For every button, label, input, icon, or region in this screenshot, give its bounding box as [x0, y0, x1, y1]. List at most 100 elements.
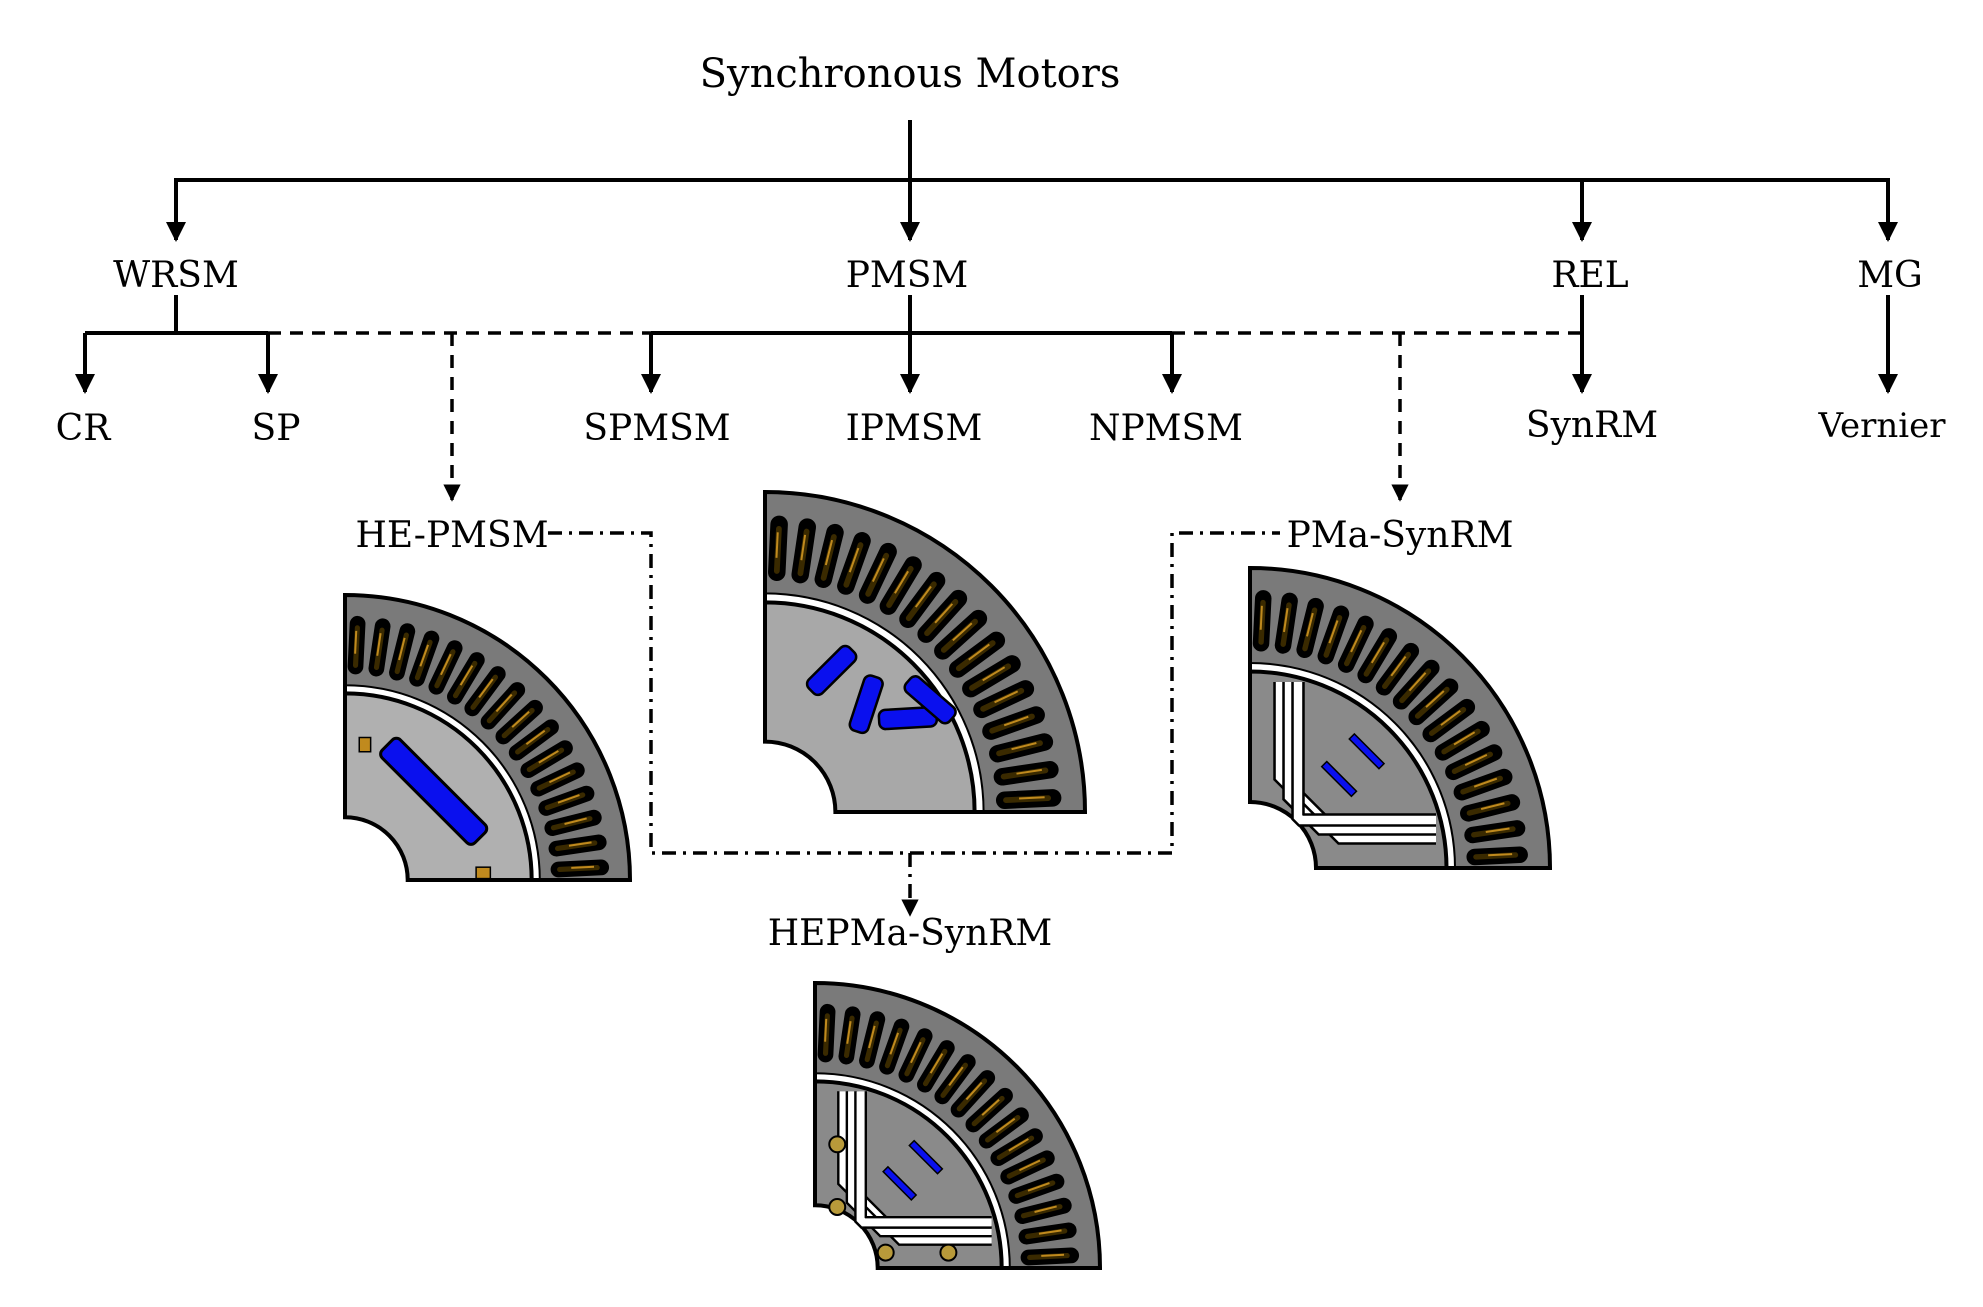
winding-strip: [968, 643, 990, 661]
field-coil: [475, 866, 492, 880]
slot-winding: [905, 581, 937, 622]
stator-slot: [814, 523, 844, 588]
permanent-magnet: [805, 644, 858, 697]
stator-slot: [879, 556, 922, 615]
winding-strip: [571, 865, 595, 869]
winding-strip: [459, 665, 474, 686]
slot-winding: [843, 542, 864, 588]
slot-winding: [486, 690, 518, 724]
spmsm-label: SPMSM: [583, 408, 730, 449]
slot-winding: [864, 1020, 879, 1063]
winding-strip: [1480, 802, 1505, 811]
winding-strip: [848, 547, 860, 573]
pma-synrm-motor-illustration: [1248, 565, 1553, 870]
slot-winding: [1258, 599, 1266, 645]
field-coil: [939, 1243, 958, 1262]
winding-strip: [929, 1053, 944, 1074]
npmsm-label: NPMSM: [1089, 408, 1243, 449]
field-coil: [828, 1135, 847, 1154]
permanent-magnet: [1320, 760, 1358, 798]
stator-slot: [965, 1087, 1013, 1133]
field-coil: [876, 1243, 895, 1262]
stator-slot: [1296, 597, 1324, 658]
slot-winding: [352, 625, 360, 668]
sp-label: SP: [252, 408, 301, 449]
stator-slot: [837, 532, 871, 595]
stator-slot: [1317, 605, 1350, 665]
stator-slot: [508, 719, 559, 761]
winding-strip: [871, 558, 885, 583]
winding-strip: [948, 1066, 964, 1087]
stator-slot: [1014, 1197, 1072, 1224]
he-pmsm-motor-illustration: [343, 592, 633, 882]
stator-slot: [1460, 794, 1521, 822]
winding-strip: [824, 539, 834, 566]
stator-slot: [464, 666, 506, 717]
winding-strip: [1485, 827, 1510, 834]
slot-winding: [1363, 637, 1390, 677]
wrsm-label: WRSM: [113, 255, 239, 296]
stator-slot: [409, 630, 440, 687]
pmsm-label: PMSM: [846, 255, 969, 296]
stator-slot: [447, 652, 485, 705]
winding-strip: [511, 711, 530, 728]
winding-strip: [1003, 715, 1029, 727]
winding-strip: [1041, 1253, 1065, 1257]
flux-barrier: [1284, 682, 1436, 834]
slot-winding: [797, 528, 810, 577]
mg-label: MG: [1857, 255, 1923, 296]
stator-slot: [1422, 698, 1476, 743]
winding-strip: [1425, 690, 1445, 708]
stator-slot: [1453, 768, 1513, 801]
field-coil: [828, 1198, 847, 1216]
stator-slot: [1464, 820, 1526, 844]
winding-strip: [1018, 1159, 1041, 1172]
stator-slot: [917, 589, 968, 643]
vernier-label: Vernier: [1818, 406, 1947, 446]
slot-winding: [434, 649, 456, 689]
stator-slot: [548, 834, 607, 857]
flux-barrier: [1293, 682, 1436, 825]
winding-strip: [889, 1032, 900, 1055]
winding-strip: [1016, 768, 1042, 775]
rel-label: REL: [1551, 255, 1628, 296]
stator-slot: [1375, 642, 1420, 696]
stator-slot: [962, 655, 1021, 698]
slot-winding: [773, 525, 782, 574]
tree-connectors: [75, 120, 1898, 394]
winding-strip: [910, 1041, 922, 1064]
hepma-synrm-label: HEPMa-SynRM: [768, 913, 1053, 954]
root-label: Synchronous Motors: [700, 51, 1121, 97]
stator-slot: [898, 1028, 933, 1083]
winding-strip: [419, 644, 430, 667]
flux-barrier: [1275, 682, 1436, 843]
stator-slot: [1252, 590, 1272, 652]
winding-strip: [800, 534, 807, 561]
winding-strip: [1008, 1138, 1029, 1152]
stator-slot: [1357, 628, 1398, 684]
winding-strip: [1038, 1229, 1062, 1235]
flux-barrier: [856, 1091, 992, 1227]
stator-slot: [934, 609, 988, 660]
slot-winding: [373, 627, 385, 671]
stator-slot: [858, 542, 897, 604]
stator-slot: [1445, 744, 1503, 781]
winding-strip: [557, 794, 580, 804]
winding-strip: [1350, 629, 1363, 653]
winding-strip: [495, 693, 513, 713]
winding-strip: [548, 771, 571, 784]
permanent-magnet: [882, 1165, 918, 1201]
hybrid-dashed-connectors: [268, 331, 1582, 502]
stator-slot: [859, 1011, 886, 1069]
stator-slot: [520, 740, 573, 778]
ipmsm-motor-illustration: [763, 489, 1088, 814]
slot-winding: [470, 674, 498, 710]
winding-strip: [894, 570, 909, 594]
winding-strip: [478, 678, 494, 699]
stator-slot: [538, 785, 595, 816]
slot-winding: [1382, 651, 1412, 690]
winding-strip: [564, 817, 587, 825]
stator-slot: [544, 809, 602, 836]
winding-strip: [440, 653, 452, 676]
stator-slot: [838, 1006, 861, 1065]
